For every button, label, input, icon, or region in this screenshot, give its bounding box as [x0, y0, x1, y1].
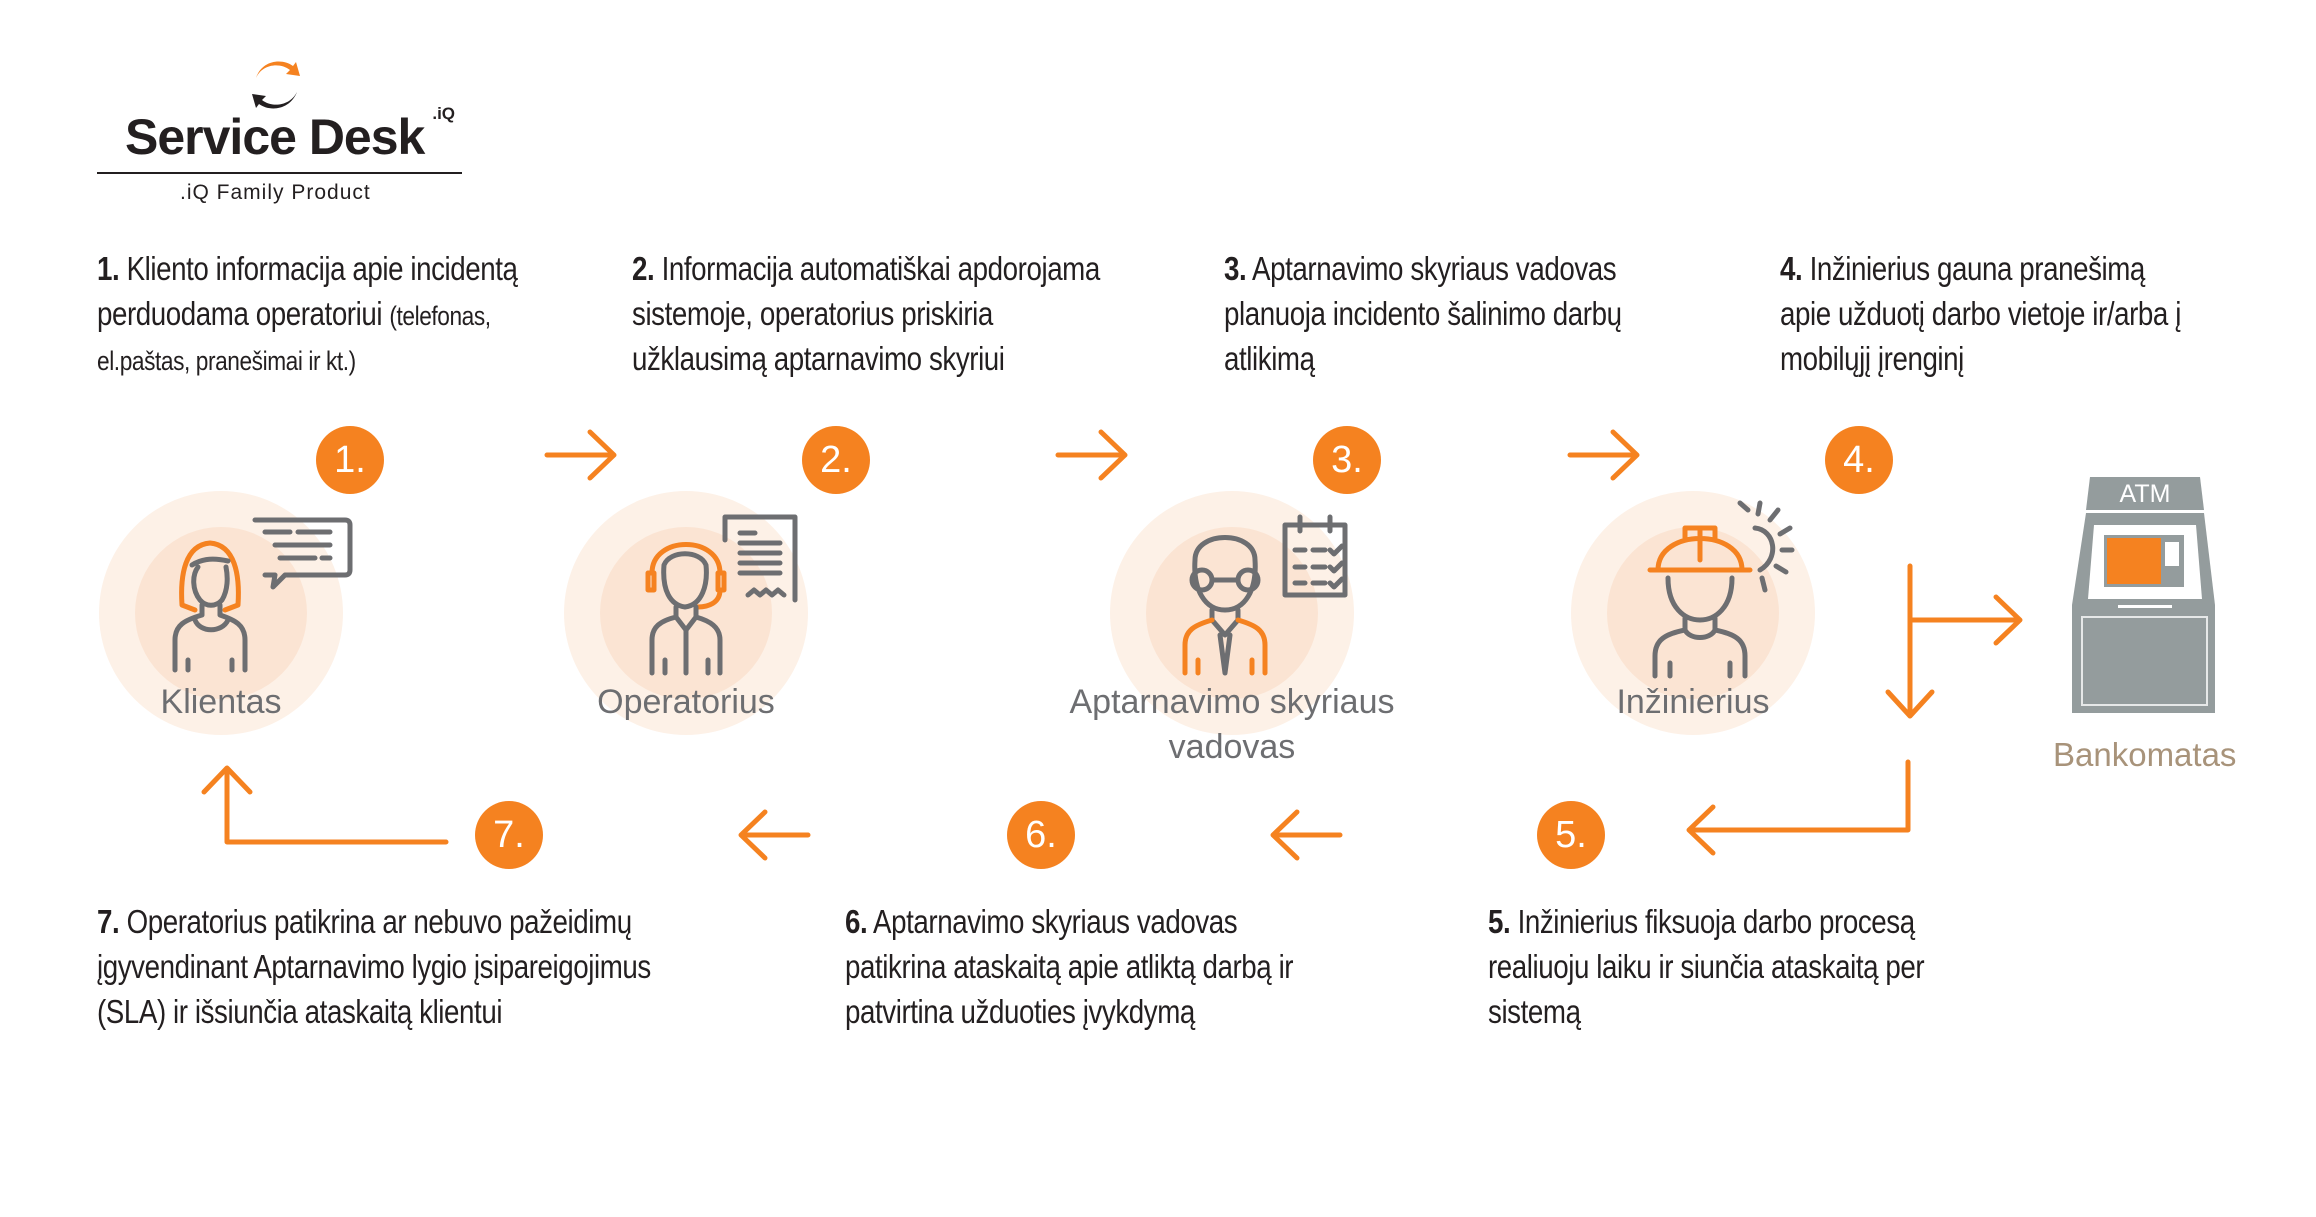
step-line: užklausimą aptarnavimo skyriui — [632, 340, 1005, 377]
step-line: realiuoju laiku ir siunčia ataskaitą per — [1488, 948, 1925, 985]
step-5-text: 5. Inžinierius fiksuoja darbo procesą re… — [1488, 899, 1925, 1034]
role-label-client: Klientas — [160, 683, 282, 721]
arrow-branch-icon — [1885, 563, 2023, 719]
arrow-left-icon — [1270, 809, 1343, 861]
step-number: 2. — [632, 250, 655, 287]
arrow-right-icon — [1055, 429, 1128, 481]
manager-glasses-icon — [1182, 514, 1348, 676]
step-number: 5. — [1488, 903, 1511, 940]
step-line: perduodama operatoriui — [97, 295, 383, 332]
manager-ring-inner — [1146, 527, 1318, 699]
step-badge-6: 6. — [1007, 801, 1075, 869]
step-badge-3: 3. — [1313, 426, 1381, 494]
step-line: sistemoje, operatorius priskiria — [632, 295, 993, 332]
step-number: 6. — [845, 903, 868, 940]
step-line: įgyvendinant Aptarnavimo lygio įsipareig… — [97, 948, 651, 985]
step-badge-7: 7. — [475, 801, 543, 869]
step-line: Informacija automatiškai apdorojama — [661, 250, 1101, 287]
step-line: Aptarnavimo skyriaus vadovas — [873, 903, 1238, 940]
step-number: 7. — [97, 903, 120, 940]
atm-screen-label: ATM — [2120, 480, 2171, 508]
step-line: patikrina ataskaitą apie atliktą darbą i… — [845, 948, 1294, 985]
role-label-manager: Aptarnavimo skyriaus vadovas — [1032, 680, 1432, 770]
role-label-operator: Operatorius — [597, 683, 775, 721]
step-note: (telefonas, — [389, 301, 491, 331]
step-number: 1. — [97, 250, 120, 287]
step-line: Aptarnavimo skyriaus vadovas — [1252, 250, 1617, 287]
client-woman-icon — [172, 517, 353, 673]
step-4-text: 4. Inžinierius gauna pranešimą apie uždu… — [1780, 246, 2181, 381]
step-line: Operatorius patikrina ar nebuvo pažeidim… — [126, 903, 633, 940]
step-2-text: 2. Informacija automatiškai apdorojama s… — [632, 246, 1100, 381]
role-label-line: vadovas — [1168, 728, 1296, 766]
step-line: sistemą — [1488, 993, 1581, 1030]
logo-heading: Service Desk .iQ — [125, 104, 455, 166]
engineer-ring-inner — [1607, 527, 1779, 699]
arrow-left-icon — [738, 809, 811, 861]
step-line: Inžinierius gauna pranešimą — [1809, 250, 2146, 287]
step-badge-1: 1. — [316, 426, 384, 494]
arrow-right-icon — [544, 429, 617, 481]
step-line: el.paštas, pranešimai ir kt.) — [97, 346, 356, 376]
step-1-text: 1. Kliento informacija apie incidentą pe… — [97, 246, 518, 384]
step-3-text: 3. Aptarnavimo skyriaus vadovas planuoja… — [1224, 246, 1622, 381]
step-7-text: 7. Operatorius patikrina ar nebuvo pažei… — [97, 899, 651, 1034]
step-number: 3. — [1224, 250, 1247, 287]
atm-icon: ATM — [2072, 477, 2215, 713]
step-number: 4. — [1780, 250, 1803, 287]
step-line: Kliento informacija apie incidentą — [126, 250, 518, 287]
step-line: mobilųjį įrenginį — [1780, 340, 1964, 377]
arrow-up-icon — [201, 765, 449, 845]
step-line: atlikimą — [1224, 340, 1315, 377]
step-line: planuoja incidento šalinimo darbų — [1224, 295, 1622, 332]
logo-subtitle: .iQ Family Product — [180, 181, 371, 204]
logo-divider — [97, 172, 462, 174]
step-line: Inžinierius fiksuoja darbo procesą — [1517, 903, 1916, 940]
step-6-text: 6. Aptarnavimo skyriaus vadovas patikrin… — [845, 899, 1294, 1034]
engineer-helmet-icon — [1647, 500, 1795, 679]
arrow-right-icon — [1567, 429, 1640, 481]
role-label-line: Aptarnavimo skyriaus — [1069, 683, 1395, 721]
logo-superscript: .iQ — [432, 104, 456, 123]
step-line: apie užduotį darbo vietoje ir/arba į — [1780, 295, 2181, 332]
atm-label: Bankomatas — [2053, 736, 2237, 773]
step-line: patvirtina užduoties įvykdymą — [845, 993, 1195, 1030]
logo-title: Service Desk — [125, 109, 425, 165]
step-line: (SLA) ir išsiunčia ataskaitą klientui — [97, 993, 503, 1030]
role-label-engineer: Inžinierius — [1616, 683, 1770, 721]
step-badge-5: 5. — [1537, 801, 1605, 869]
step-badge-4: 4. — [1825, 426, 1893, 494]
step-badge-2: 2. — [802, 426, 870, 494]
arrow-return-icon — [1686, 759, 1911, 856]
operator-headset-icon — [645, 514, 798, 676]
logo-arrows-icon — [252, 61, 300, 109]
